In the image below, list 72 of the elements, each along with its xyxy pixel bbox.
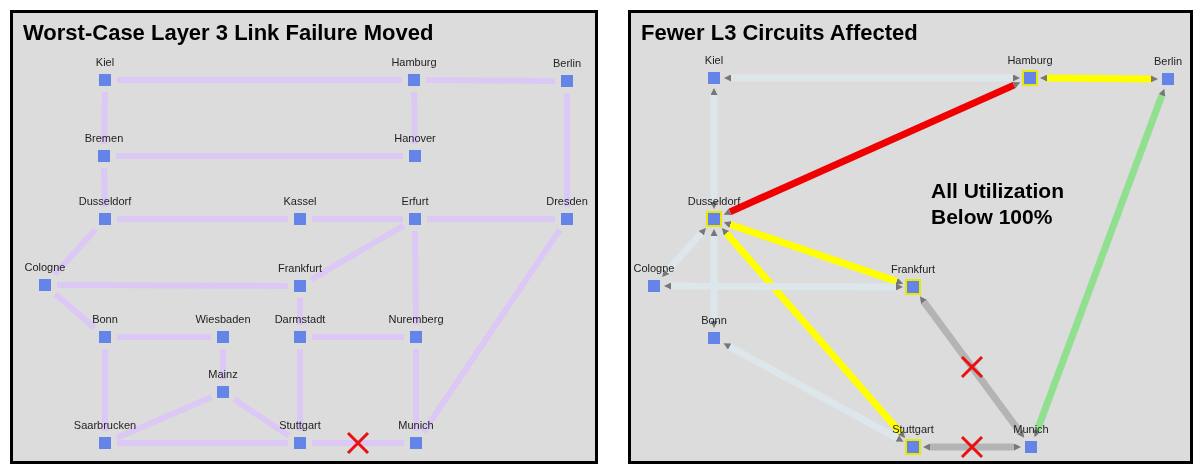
annotation-text: All Utilization Below 100% xyxy=(931,178,1065,231)
link-bar xyxy=(564,93,570,207)
link-bar xyxy=(919,296,1025,438)
node-label: Saarbrucken xyxy=(73,419,137,432)
link-bar xyxy=(427,216,555,222)
link-bar xyxy=(413,349,419,431)
link-bar xyxy=(52,227,98,277)
link-bar xyxy=(420,228,563,434)
link-bar xyxy=(1033,88,1166,438)
link-bar xyxy=(116,153,403,159)
node-label: Berlin xyxy=(1153,55,1183,68)
link-bar xyxy=(53,291,97,331)
link-bar xyxy=(115,394,213,441)
link-bar xyxy=(312,216,403,222)
diagram-panel xyxy=(628,10,1193,464)
link-bar xyxy=(723,221,904,285)
node-label: Erfurt xyxy=(401,195,429,208)
node-label: Hanover xyxy=(394,132,436,145)
node-label: Cologne xyxy=(633,262,675,275)
link-bar xyxy=(662,228,706,277)
link-bar xyxy=(723,81,1021,216)
node-label: Bonn xyxy=(92,313,118,326)
node-label: Dresden xyxy=(546,195,588,208)
link-bar xyxy=(102,349,108,431)
node-label: Cologne xyxy=(24,261,66,274)
node-label: Dusseldorf xyxy=(78,195,132,208)
node-label: Bonn xyxy=(701,314,727,327)
node-label: Wiesbaden xyxy=(195,313,251,326)
link-bar xyxy=(724,74,1020,82)
link-bar xyxy=(710,229,718,328)
link-bar xyxy=(297,349,303,431)
link-bar xyxy=(923,443,1021,451)
node-label: Hamburg xyxy=(1007,54,1053,67)
link-bar xyxy=(117,334,211,340)
diagram-panel xyxy=(10,10,598,464)
link-bar xyxy=(101,91,108,145)
link-bar xyxy=(297,298,303,325)
node-label: Berlin xyxy=(552,57,582,70)
node-label: Bremen xyxy=(84,132,124,145)
link-bar xyxy=(664,282,903,291)
node-label: Frankfurt xyxy=(891,263,935,276)
link-bar xyxy=(57,282,288,289)
node-label: Hamburg xyxy=(391,56,437,69)
link-bar xyxy=(117,440,288,446)
link-bar xyxy=(721,228,906,438)
link-bar xyxy=(425,77,556,84)
link-bar xyxy=(412,230,419,326)
link-bar xyxy=(1040,74,1158,83)
node-label: Frankfurt xyxy=(278,262,322,275)
link-bar xyxy=(220,349,226,380)
panel-title: Worst-Case Layer 3 Link Failure Moved xyxy=(23,19,434,47)
node-label: Munich xyxy=(1013,423,1049,436)
link-bar xyxy=(312,334,404,340)
node-label: Kiel xyxy=(95,56,115,69)
link-bar xyxy=(309,222,406,283)
node-label: Kiel xyxy=(704,54,724,67)
link-bar xyxy=(710,88,718,209)
link-bar xyxy=(723,343,904,442)
link-bar xyxy=(117,77,402,83)
link-bar xyxy=(117,216,288,222)
node-label: Darmstadt xyxy=(274,313,326,326)
link-bar xyxy=(232,396,291,439)
node-label: Munich xyxy=(398,419,434,432)
link-bar xyxy=(411,91,418,145)
link-bar xyxy=(101,167,108,208)
node-label: Nuremberg xyxy=(388,313,444,326)
panel-title: Fewer L3 Circuits Affected xyxy=(641,19,918,47)
node-label: Kassel xyxy=(283,195,317,208)
link-bar xyxy=(312,440,404,446)
node-label: Stuttgart xyxy=(279,419,321,432)
node-label: Dusseldorf xyxy=(687,195,741,208)
node-label: Mainz xyxy=(208,368,238,381)
